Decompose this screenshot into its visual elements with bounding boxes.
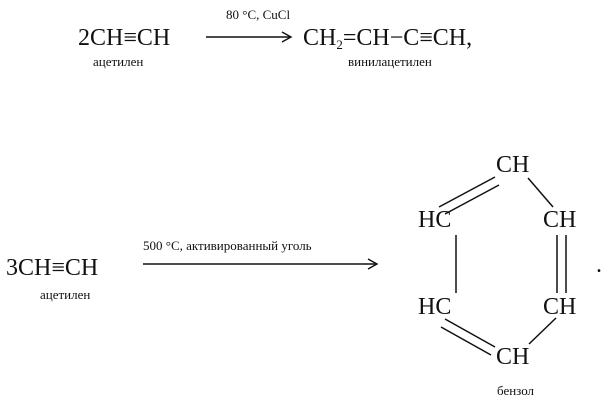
ring-atom-lower-left: HC <box>418 294 452 320</box>
reaction1-product: CH2=CH−C≡CH, <box>303 25 473 52</box>
reaction2-conditions: 500 °C, активированный уголь <box>143 238 312 253</box>
reaction2-arrow-icon <box>143 258 379 270</box>
reaction2-reactant: 3CH≡CH <box>6 255 99 281</box>
reaction1-arrow-icon <box>206 31 293 43</box>
reaction1-reactant: 2CH≡CH <box>78 25 171 51</box>
ring-atom-bottom: CH <box>496 344 530 370</box>
reaction2-product-name: бензол <box>497 383 535 398</box>
ring-atom-top: CH <box>496 152 530 178</box>
ring-atom-lower-right: CH <box>543 294 577 320</box>
reaction2-reactant-name: ацетилен <box>40 287 91 302</box>
ring-atom-upper-right: CH <box>543 207 577 233</box>
ring-atom-upper-left: HC <box>418 207 452 233</box>
reaction1-product-name: винилацетилен <box>348 54 432 69</box>
trailing-period: . <box>596 252 602 278</box>
reaction1-conditions: 80 °C, CuCl <box>226 7 291 22</box>
reaction1-reactant-name: ацетилен <box>93 54 144 69</box>
